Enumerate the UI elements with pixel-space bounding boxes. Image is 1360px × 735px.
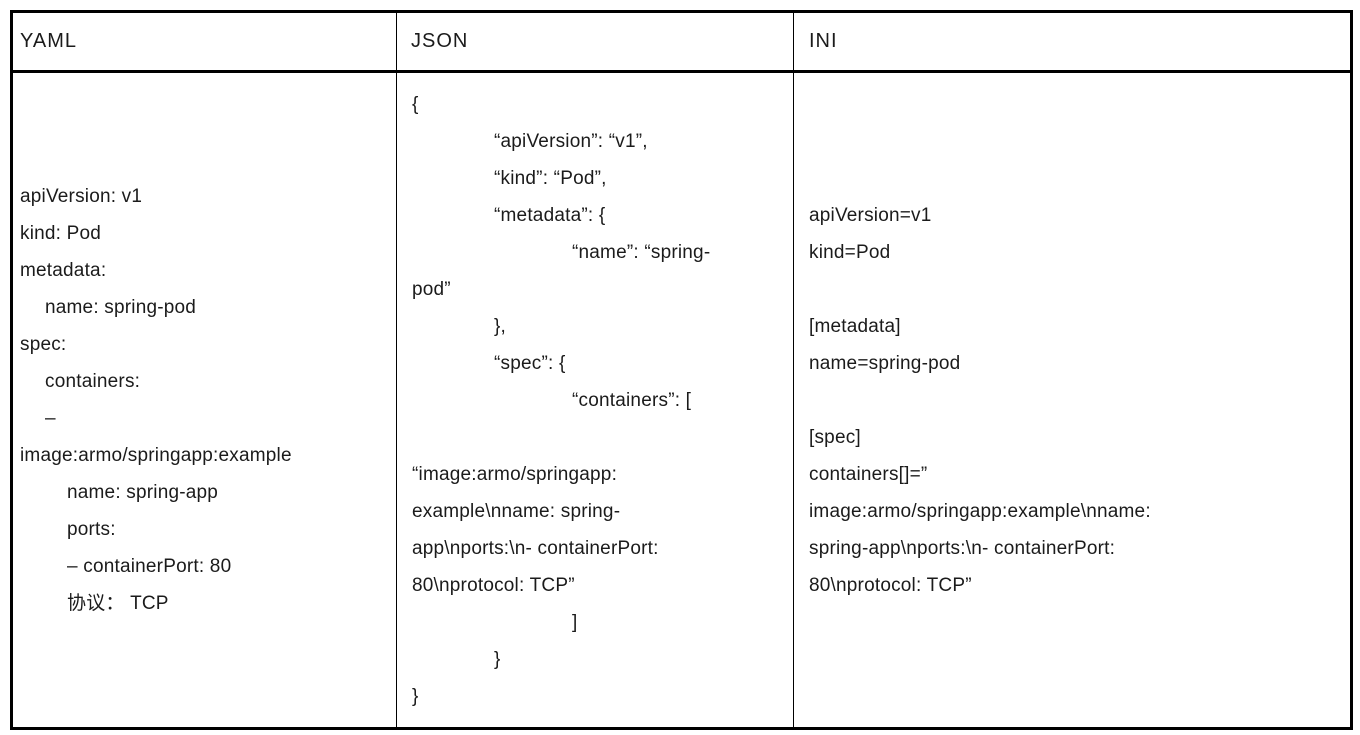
json-code-line: } (494, 648, 501, 670)
json-code-line: “apiVersion”: “v1”, (494, 130, 648, 152)
yaml-code-line: name: spring-app (67, 482, 219, 503)
yaml-code-line: name: spring-pod (45, 297, 197, 318)
table-header-row: YAML JSON INI (13, 13, 1350, 73)
json-code-line: { (412, 93, 419, 115)
json-code-cell: { “apiVersion”: “v1”, “kind”: “Pod”, “me… (397, 73, 794, 727)
json-code-line: example\nname: spring- (412, 500, 621, 522)
yaml-code-line: 协议： TCP (67, 593, 169, 614)
ini-code-cell: apiVersion=v1 kind=Pod [metadata] name=s… (794, 73, 1350, 727)
column-header-json-label: JSON (411, 30, 469, 52)
yaml-code-line: kind: Pod (20, 223, 102, 244)
ini-code-line: name=spring-pod (809, 352, 961, 374)
json-code-line: “spec”: { (494, 352, 566, 374)
json-code-line (412, 419, 793, 456)
yaml-code-line: apiVersion: v1 (20, 186, 143, 207)
json-code-line: “name”: “spring- (572, 241, 711, 263)
json-code-line: } (412, 685, 419, 707)
ini-code-line (809, 271, 1350, 308)
yaml-code-line: – (45, 408, 56, 429)
json-code-line: 80\nprotocol: TCP” (412, 574, 575, 596)
table-body-row: apiVersion: v1 kind: Pod metadata: name:… (13, 73, 1350, 727)
column-header-yaml-label: YAML (20, 30, 77, 52)
format-comparison-table: YAML JSON INI apiVersion: v1 kind: Pod m… (10, 10, 1353, 730)
column-header-ini-label: INI (809, 30, 838, 52)
ini-code-line: [spec] (809, 426, 861, 448)
yaml-code-line: ports: (67, 519, 116, 540)
json-code-line: “image:armo/springapp: (412, 463, 618, 485)
column-header-yaml: YAML (13, 13, 397, 70)
ini-code-line: containers[]=” (809, 463, 928, 485)
yaml-code-line: – containerPort: 80 (67, 556, 232, 577)
ini-code-line: image:armo/springapp:example\nname: (809, 500, 1151, 522)
column-header-ini: INI (794, 13, 1350, 70)
json-code-line: “containers”: [ (572, 389, 692, 411)
yaml-code-line: spec: (20, 334, 67, 355)
ini-code-line (809, 382, 1350, 419)
yaml-code-line: image:armo/springapp:example (20, 445, 292, 466)
yaml-code-line: metadata: (20, 260, 107, 281)
json-code-line: }, (494, 315, 507, 337)
column-header-json: JSON (397, 13, 794, 70)
yaml-code-cell: apiVersion: v1 kind: Pod metadata: name:… (13, 73, 397, 727)
ini-code-line: kind=Pod (809, 241, 891, 263)
json-code-line: ] (572, 611, 578, 633)
ini-code-line: 80\nprotocol: TCP” (809, 574, 972, 596)
ini-code-line: [metadata] (809, 315, 901, 337)
json-code-line: “metadata”: { (494, 204, 606, 226)
yaml-code-line: containers: (45, 371, 141, 392)
json-code-line: “kind”: “Pod”, (494, 167, 607, 189)
ini-code-line: apiVersion=v1 (809, 204, 932, 226)
ini-code-line: spring-app\nports:\n- containerPort: (809, 537, 1116, 559)
json-code-line: pod” (412, 278, 451, 300)
json-code-line: app\nports:\n- containerPort: (412, 537, 659, 559)
